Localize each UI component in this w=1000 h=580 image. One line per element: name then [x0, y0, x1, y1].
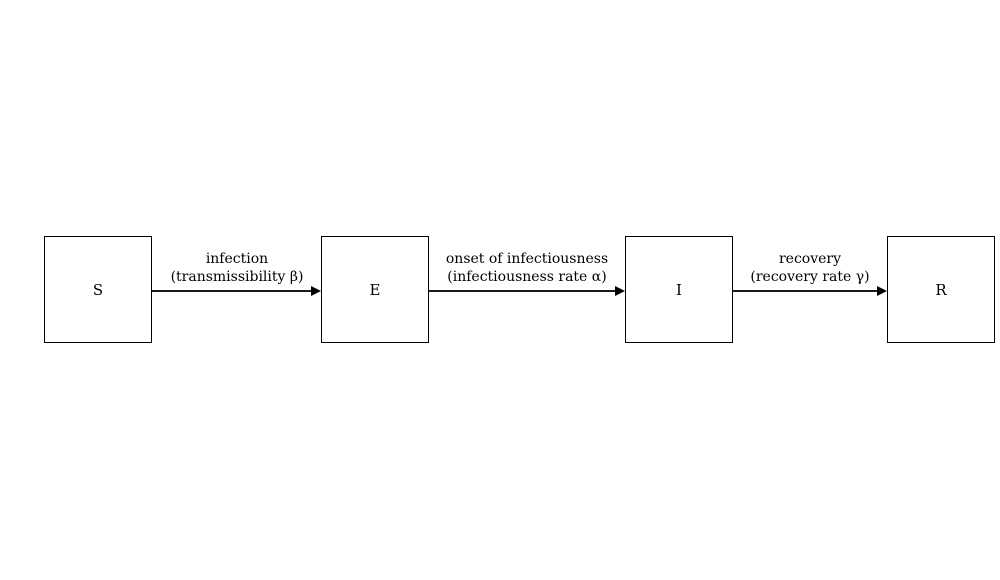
edge-s-to-e-arrowhead-icon — [311, 286, 321, 296]
edge-i-to-r-arrowhead-icon — [877, 286, 887, 296]
edge-i-to-r-line — [733, 290, 878, 292]
node-r-label: R — [935, 280, 947, 299]
edge-e-to-i-arrowhead-icon — [615, 286, 625, 296]
node-e: E — [321, 236, 429, 343]
node-r: R — [887, 236, 995, 343]
node-s-label: S — [92, 280, 104, 299]
node-s: S — [44, 236, 152, 343]
edge-s-to-e-label-line2: (transmissibility β) — [170, 269, 304, 285]
edge-i-to-r-label-line1: recovery — [778, 251, 842, 267]
edge-s-to-e-label-line1: infection — [205, 251, 269, 267]
edge-s-to-e-line — [152, 290, 312, 292]
edge-i-to-r-label: recovery (recovery rate γ) — [750, 250, 869, 286]
node-e-label: E — [369, 280, 381, 299]
node-i-label: I — [676, 280, 682, 299]
edge-e-to-i-label-line1: onset of infectiousness — [445, 251, 609, 267]
edge-i-to-r-label-line2: (recovery rate γ) — [750, 269, 870, 285]
node-i: I — [625, 236, 733, 343]
edge-e-to-i-line — [429, 290, 616, 292]
edge-e-to-i-label-line2: (infectiousness rate α) — [447, 269, 607, 285]
edge-e-to-i-label: onset of infectiousness (infectiousness … — [446, 250, 608, 286]
edge-s-to-e-label: infection (transmissibility β) — [171, 250, 304, 286]
